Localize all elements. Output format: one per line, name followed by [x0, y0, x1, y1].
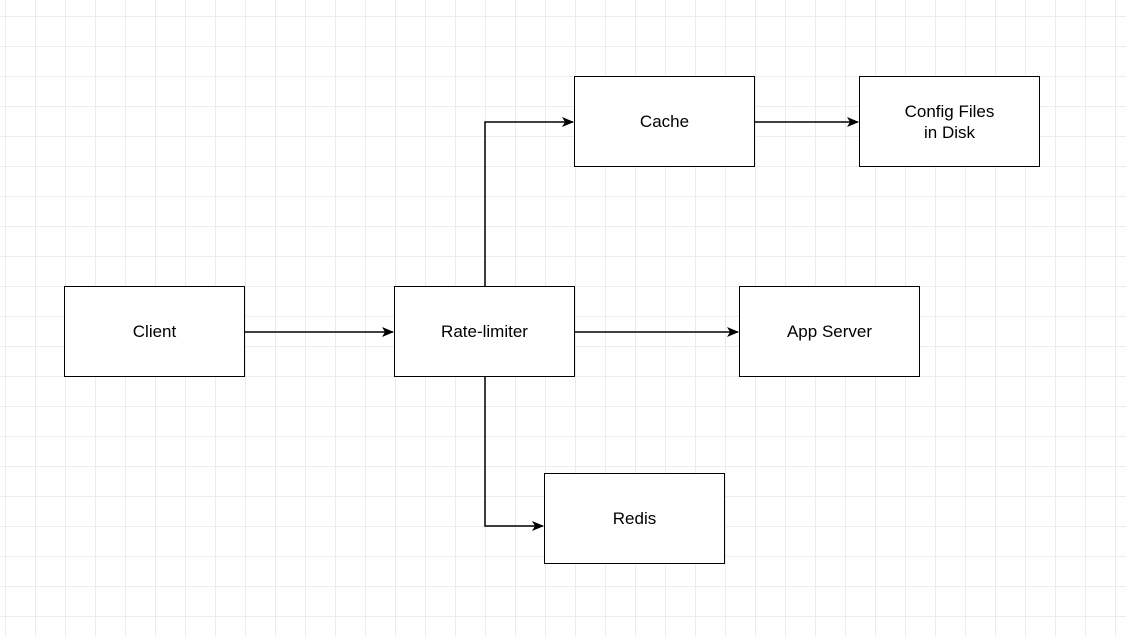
client-node[interactable]: Client	[64, 286, 245, 377]
config-files-node[interactable]: Config Files in Disk	[859, 76, 1040, 167]
rate-limiter-node[interactable]: Rate-limiter	[394, 286, 575, 377]
redis-label: Redis	[612, 509, 657, 528]
cache-label: Cache	[639, 112, 690, 131]
client-label: Client	[132, 322, 177, 341]
edge-rate-limiter-to-cache	[484, 117, 574, 286]
redis-node[interactable]: Redis	[544, 473, 725, 564]
edge-rate-limiter-to-redis	[484, 377, 544, 531]
cache-node[interactable]: Cache	[574, 76, 755, 167]
config-files-label: Config Files in Disk	[904, 101, 995, 142]
app-server-label: App Server	[786, 322, 873, 341]
rate-limiter-label: Rate-limiter	[441, 322, 528, 341]
app-server-node[interactable]: App Server	[739, 286, 920, 377]
